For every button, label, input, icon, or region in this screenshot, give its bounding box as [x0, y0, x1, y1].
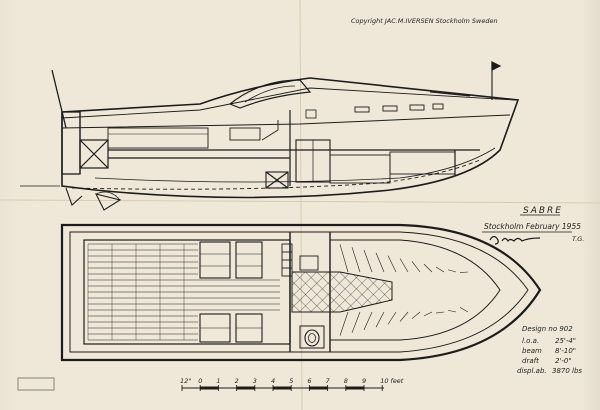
side-profile: [20, 61, 520, 211]
scale-tick-label: 0: [198, 377, 202, 385]
bunk-slat: [423, 311, 433, 317]
bunk-slat: [351, 311, 361, 333]
scale-segment: [273, 386, 292, 390]
bunk-slat: [447, 269, 457, 273]
scale-tick-label: 2: [235, 377, 239, 385]
spec-beam-value: 8'-10": [555, 347, 576, 355]
bunk-slat: [435, 266, 445, 273]
scale-segment: [309, 386, 328, 390]
bunk-slat: [399, 258, 409, 273]
designer-signature: [489, 235, 541, 245]
scale-bar: 12" 0 1 2 3 4 5 6 7 8 9 10 feet: [180, 377, 404, 391]
boat-name: SABRE: [523, 206, 563, 216]
bunk-hatching: [339, 244, 469, 336]
bunk-slat: [435, 311, 445, 314]
bunk-slat: [339, 244, 349, 273]
scale-segment: [200, 386, 219, 390]
scale-tick-label: 3: [253, 377, 257, 385]
copyright-text: Copyright JAC.M.IVERSEN Stockholm Sweden: [351, 17, 498, 25]
scale-tick-label: 12": [180, 377, 191, 385]
bunk-slat: [363, 311, 373, 331]
specifications: Design no 902 l.o.a. 25'-4" beam 8'-10" …: [517, 325, 582, 375]
seats: [199, 241, 263, 343]
bunk-slat: [363, 249, 373, 273]
design-number: Design no 902: [522, 325, 573, 333]
bunk-slat: [339, 311, 349, 336]
floorboards: [87, 243, 280, 341]
bunk-slat: [411, 261, 421, 273]
spec-loa-label: l.o.a.: [522, 337, 539, 345]
place-date: Stockholm February 1955: [484, 222, 581, 231]
bunk-slat: [387, 311, 397, 325]
cross-hatched-area: [291, 271, 393, 313]
scale-tick-label: 9: [362, 377, 366, 385]
spec-displ-label: displ.ab.: [517, 367, 547, 375]
spec-draft-value: 2'-0": [555, 357, 572, 365]
scale-tick-label: 10 feet: [380, 377, 404, 385]
spec-loa-value: 25'-4": [555, 337, 576, 345]
archive-stamp: [17, 377, 55, 391]
scale-ticks: 12" 0 1 2 3 4 5 6 7 8 9 10 feet: [180, 377, 404, 391]
scale-segment: [345, 386, 364, 390]
toilet-icon: [299, 325, 325, 349]
bunk-slat: [387, 255, 397, 273]
scale-tick-label: 7: [326, 377, 331, 385]
scale-segment: [236, 386, 255, 390]
bunk-slat: [399, 311, 409, 322]
spec-displ-value: 3870 lbs: [552, 367, 582, 375]
helm-console: [281, 243, 319, 277]
bunk-slat: [411, 311, 421, 319]
scale-tick-label: 6: [307, 377, 311, 385]
scale-tick-label: 4: [271, 377, 275, 385]
scale-tick-label: 5: [289, 377, 293, 385]
initials: T.G.: [572, 235, 584, 243]
bunk-slat: [375, 252, 385, 273]
bunk-slat: [459, 307, 469, 313]
bunk-slat: [459, 271, 469, 273]
bunk-slat: [375, 311, 385, 328]
bunk-slat: [423, 263, 433, 273]
bunk-slat: [351, 247, 361, 273]
spec-beam-label: beam: [522, 347, 542, 355]
scale-tick-label: 8: [344, 377, 348, 385]
scale-tick-label: 1: [216, 377, 220, 385]
spec-draft-label: draft: [522, 357, 539, 365]
bunk-slat: [447, 309, 457, 313]
